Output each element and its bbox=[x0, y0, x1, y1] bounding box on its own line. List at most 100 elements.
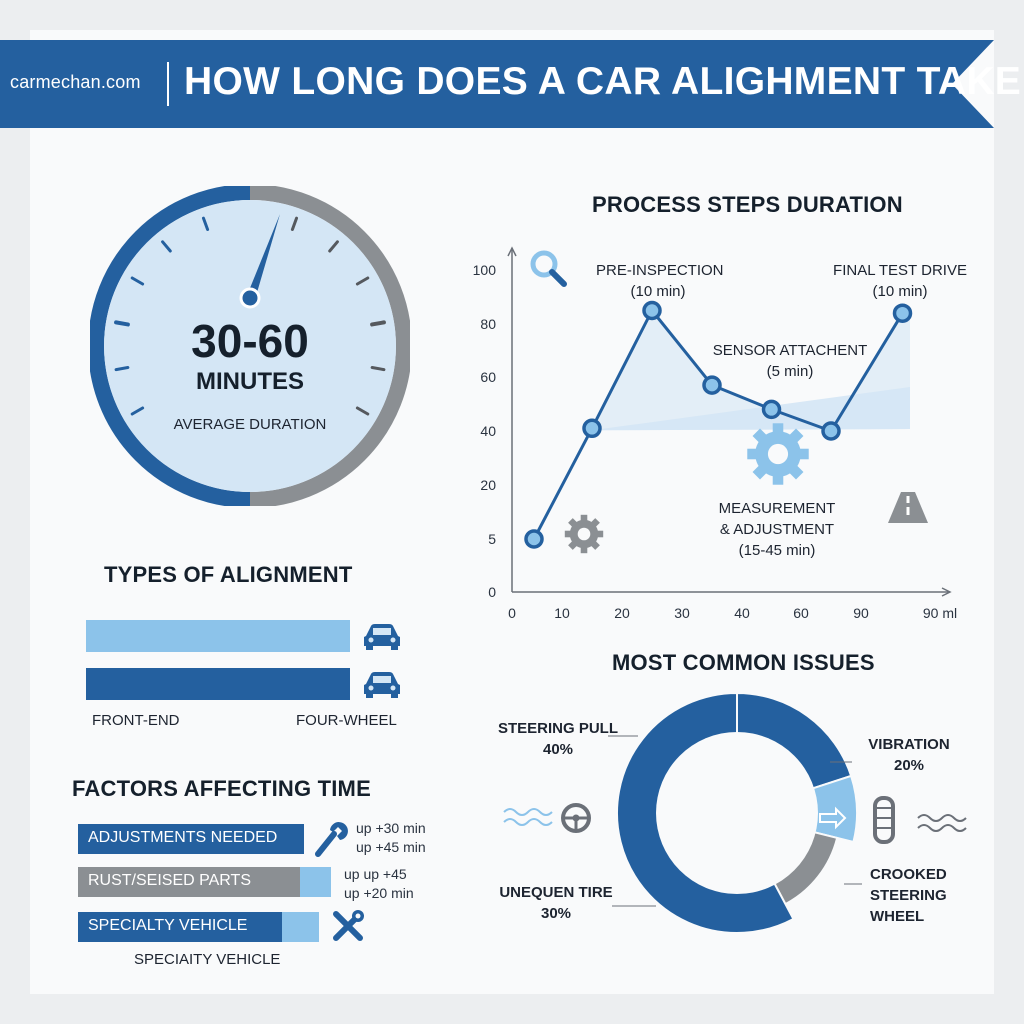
data-point bbox=[821, 421, 841, 441]
factor-note: up +45 min bbox=[356, 839, 426, 855]
wave-icon bbox=[917, 814, 967, 832]
y-tick-label: 100 bbox=[473, 262, 497, 278]
gauge-tick bbox=[355, 276, 370, 286]
data-point bbox=[761, 399, 782, 420]
slice-name: UNEQUEN TIRE bbox=[499, 884, 613, 901]
front-end-bar bbox=[86, 620, 350, 652]
annotation-line: MEASUREMENT bbox=[718, 500, 836, 517]
gauge-value: 30-60 bbox=[191, 315, 309, 367]
y-tick-label: 40 bbox=[480, 423, 496, 439]
donut-label-crooked: CROOKED STEERING WHEEL bbox=[870, 866, 947, 925]
gauge-ticks bbox=[114, 216, 386, 416]
factor-note: up up +45 bbox=[344, 866, 407, 882]
gauge-ring-left bbox=[90, 186, 251, 506]
y-tick-label: 60 bbox=[480, 369, 496, 385]
donut-hole bbox=[656, 732, 818, 894]
annotation-line: FINAL TEST DRIVE bbox=[833, 262, 967, 279]
gauge-hub bbox=[239, 287, 261, 309]
gauge-tick bbox=[114, 366, 130, 372]
annotation-final-test-drive: FINAL TEST DRIVE (10 min) bbox=[830, 260, 970, 302]
slice-value: 20% bbox=[893, 757, 925, 774]
header-divider bbox=[167, 62, 169, 106]
data-point bbox=[524, 529, 544, 549]
wrench-icon bbox=[315, 822, 348, 857]
annotation-sensor-attachent: SENSOR ATTACHENT(5 min) bbox=[712, 340, 868, 382]
data-point bbox=[702, 375, 722, 395]
four-wheel-label: FOUR-WHEEL bbox=[296, 712, 397, 729]
gauge-tick bbox=[290, 216, 299, 231]
x-tick-label: 90 bbox=[853, 605, 869, 621]
annotation-measurement: MEASUREMENT& ADJUSTMENT(15-45 min) bbox=[710, 498, 844, 561]
site-name[interactable]: carmechan.com bbox=[10, 72, 141, 92]
steering-wheel-icon bbox=[561, 803, 591, 833]
gauge-tick bbox=[328, 240, 339, 253]
x-tick-label: 60 bbox=[793, 605, 809, 621]
data-point bbox=[582, 418, 602, 439]
common-issues-chart bbox=[503, 691, 967, 934]
factor-label-rust: RUST/SEISED PARTS bbox=[88, 872, 251, 889]
donut-label-unequen-tire: UNEQUEN TIRE 30% bbox=[496, 882, 616, 924]
arrow-icon bbox=[819, 806, 847, 830]
donut-label-vibration: VIBRATION 20% bbox=[856, 734, 962, 776]
factor-label-adjustments: ADJUSTMENTS NEEDED bbox=[88, 829, 278, 846]
wave-icon bbox=[503, 808, 553, 826]
gauge-tick bbox=[370, 366, 386, 372]
slice-value: 30% bbox=[540, 905, 572, 922]
car-icon bbox=[364, 672, 400, 698]
x-tick-label: 20 bbox=[614, 605, 630, 621]
gauge-tick bbox=[114, 320, 130, 327]
slice-name: STEERING PULL bbox=[497, 720, 618, 737]
car-icon bbox=[364, 624, 400, 650]
trend-band bbox=[592, 310, 910, 431]
alignment-types-title: TYPES OF ALIGNMENT bbox=[104, 562, 353, 587]
factor-note: up +30 min bbox=[356, 820, 426, 836]
gauge-tick bbox=[355, 406, 370, 416]
factor-bar-rust bbox=[78, 867, 300, 897]
factor-bar-adjustments bbox=[78, 824, 304, 854]
x-tick-label: 0 bbox=[508, 605, 516, 621]
y-tick-label: 80 bbox=[480, 316, 496, 332]
data-point bbox=[642, 300, 662, 321]
gauge-unit: MINUTES bbox=[196, 368, 304, 395]
annotation-line: (15-45 min) bbox=[738, 542, 816, 559]
gauge-tick bbox=[161, 240, 172, 253]
y-tick-label: 20 bbox=[480, 477, 496, 493]
annotation-line: (10 min) bbox=[872, 283, 928, 300]
factors-title: FACTORS AFFECTING TIME bbox=[72, 776, 371, 801]
front-end-label: FRONT-END bbox=[92, 712, 180, 729]
line-chart-title: PROCESS STEPS DURATION bbox=[592, 192, 903, 217]
x-tick-label: 30 bbox=[674, 605, 690, 621]
four-wheel-bar bbox=[86, 668, 350, 700]
tools-icon bbox=[333, 910, 364, 941]
slice-value: 40% bbox=[542, 741, 574, 758]
page-title: HOW LONG DOES A CAR ALIGHMENT TAKE bbox=[184, 60, 1022, 103]
annotation-line: (10 min) bbox=[630, 283, 686, 300]
search-icon bbox=[530, 250, 567, 287]
annotation-line: PRE-INSPECTION bbox=[596, 262, 724, 279]
x-tick-label: 40 bbox=[734, 605, 750, 621]
factor-bar-specialty-extra bbox=[282, 912, 319, 942]
annotation-pre-inspection: PRE-INSPECTION (10 min) bbox=[596, 260, 724, 302]
slice-name: VIBRATION bbox=[868, 736, 950, 753]
factors-footer: SPECIAITY VEHICLE bbox=[134, 951, 281, 968]
header-banner bbox=[0, 40, 994, 128]
gauge-caption: AVERAGE DURATION bbox=[173, 416, 327, 433]
donut-chart-title: MOST COMMON ISSUES bbox=[612, 650, 875, 675]
duration-gauge bbox=[90, 186, 410, 506]
tire-icon bbox=[873, 796, 895, 844]
gear-icon bbox=[564, 514, 604, 554]
factor-bar-specialty bbox=[78, 912, 282, 942]
road-icon bbox=[888, 492, 928, 523]
gauge-face bbox=[104, 200, 396, 492]
factor-bar-rust-extra bbox=[300, 867, 331, 897]
donut-label-steering-pull: STEERING PULL 40% bbox=[496, 718, 620, 760]
gauge-tick bbox=[130, 406, 145, 416]
y-tick-label: 0 bbox=[488, 584, 496, 600]
annotation-line: (5 min) bbox=[766, 363, 814, 380]
gauge-tick bbox=[370, 320, 386, 327]
trend-wedge bbox=[592, 387, 910, 431]
gear-icon bbox=[747, 423, 809, 485]
gauge-needle bbox=[248, 214, 280, 296]
x-tick-label: 90 ml bbox=[923, 605, 957, 621]
